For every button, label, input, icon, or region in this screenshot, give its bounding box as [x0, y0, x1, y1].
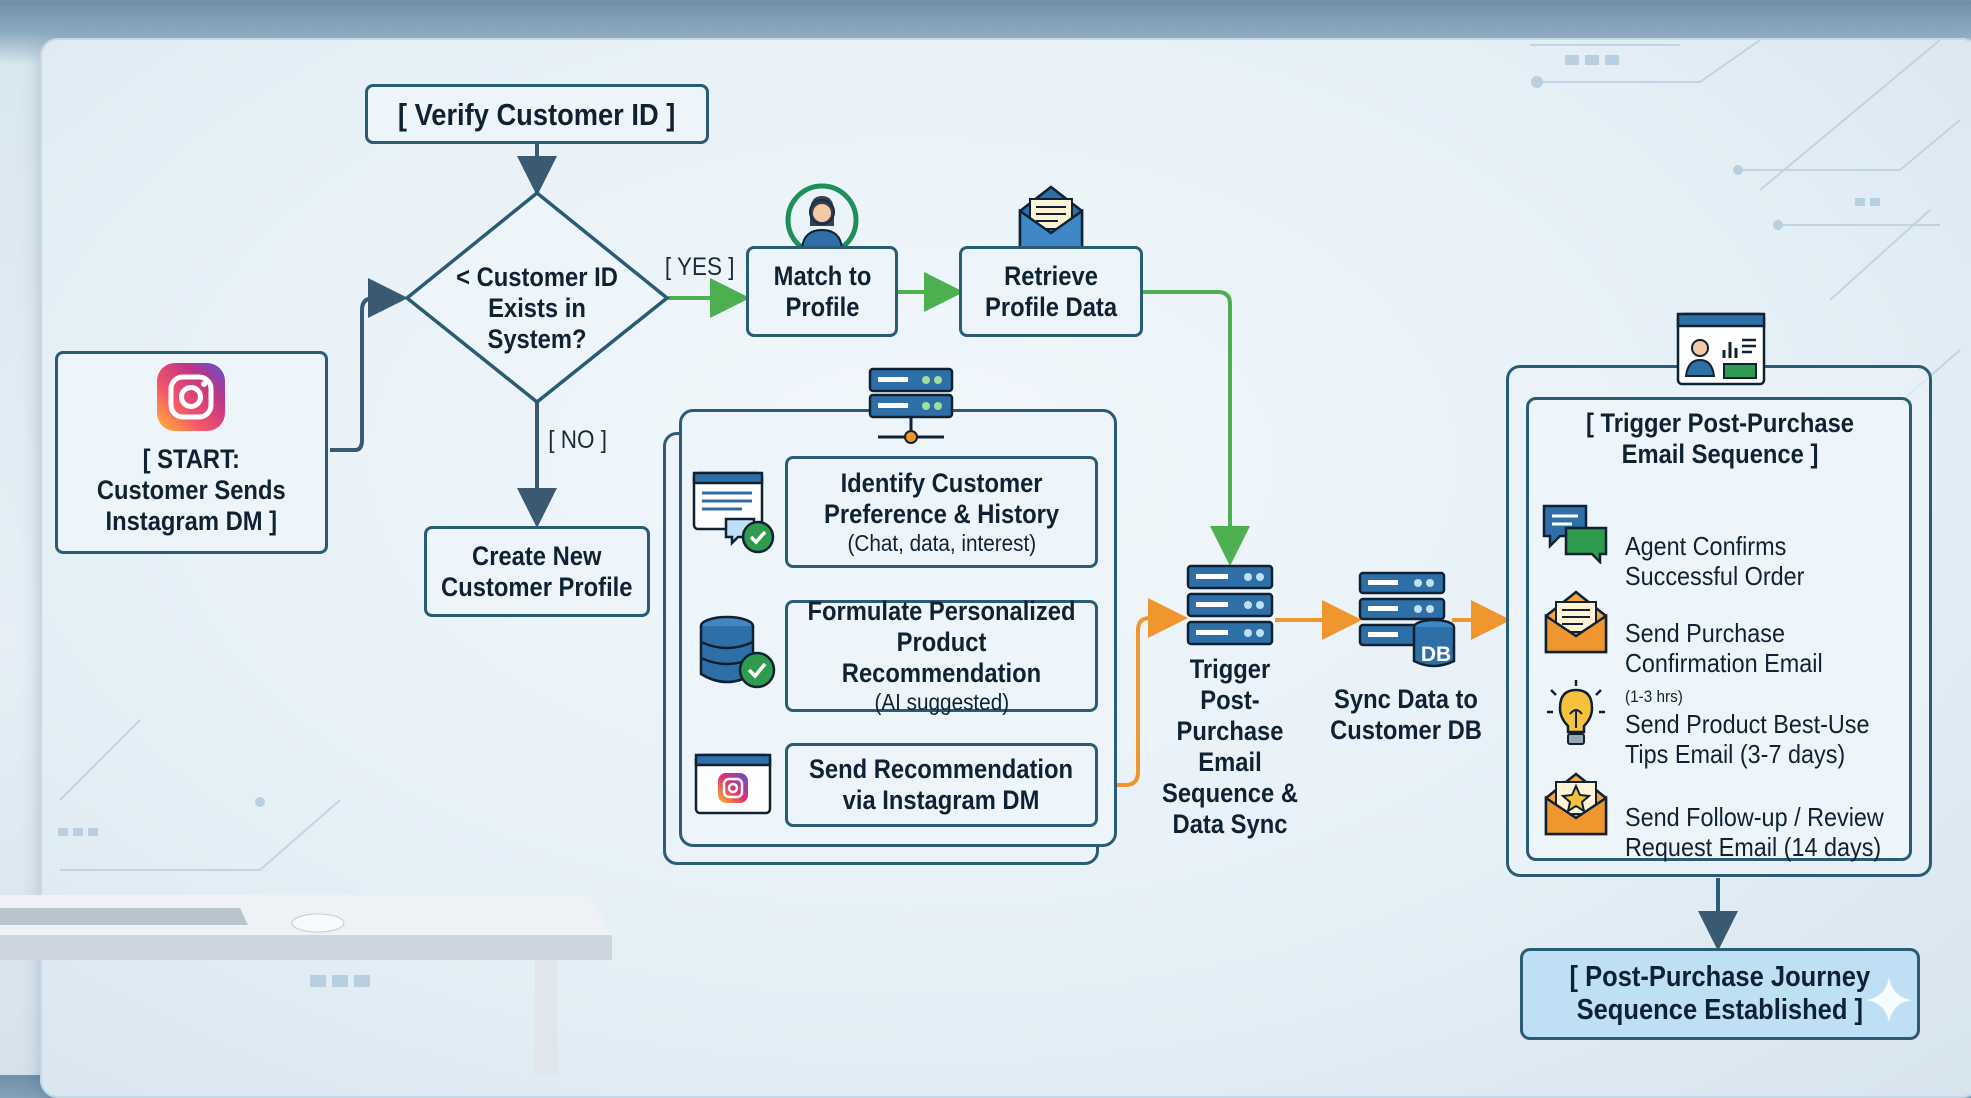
email-step-4-text: Send Follow-up / Review Request Email (1… — [1625, 802, 1884, 862]
formulate-sublabel: (AI suggested) — [874, 689, 1009, 715]
database-check-icon — [699, 615, 776, 689]
trigger-sync-label: Trigger Post-Purchase Email Sequence & D… — [1161, 654, 1299, 839]
send-recommendation-node: Send Recommendation via Instagram DM — [785, 743, 1098, 827]
journey-established-node: [ Post-Purchase Journey Sequence Establi… — [1520, 948, 1920, 1040]
retrieve-label: Retrieve Profile Data — [984, 260, 1118, 322]
email-step-2-note: (1-3 hrs) — [1625, 687, 1683, 706]
sparkle-icon — [1866, 977, 1912, 1023]
agent-avatar-icon — [785, 183, 859, 257]
server-icon — [868, 367, 954, 444]
create-profile-node: Create New Customer Profile — [424, 526, 650, 617]
send-dm-label: Send Recommendation via Instagram DM — [809, 754, 1074, 815]
db-badge: DB — [1420, 643, 1452, 666]
edge-retrieve-trigger — [1143, 290, 1250, 566]
email-step-4: Send Follow-up / Review Request Email (1… — [1625, 772, 1884, 862]
chat-bubbles-icon — [1542, 504, 1608, 564]
circuit-decoration — [0, 39, 1961, 1075]
email-step-2: Send Purchase Confirmation Email (1-3 hr… — [1625, 588, 1823, 712]
formulate-label: Formulate Personalized Product Recommend… — [807, 596, 1076, 688]
email-step-3: Send Product Best-Use Tips Email (3-7 da… — [1625, 679, 1870, 769]
server-stack-icon — [1186, 564, 1274, 646]
match-label: Match to Profile — [773, 260, 871, 322]
email-step-2-text: Send Purchase Confirmation Email — [1625, 618, 1823, 678]
lightbulb-icon — [1547, 680, 1605, 745]
open-envelope-icon — [1544, 590, 1608, 654]
no-label: [ NO ] — [548, 426, 608, 454]
verify-label: [ Verify Customer ID ] — [398, 96, 676, 132]
decision-diamond — [404, 190, 670, 405]
formulate-recommendation-node: Formulate Personalized Product Recommend… — [785, 596, 1098, 715]
identify-label: Identify Customer Preference & History — [823, 467, 1060, 529]
match-to-profile-node: Match to Profile — [746, 246, 898, 337]
email-step-1-text: Agent Confirms Successful Order — [1625, 531, 1805, 591]
edge-start-decision — [330, 278, 408, 452]
star-envelope-icon — [1544, 772, 1608, 836]
chat-document-icon — [692, 471, 775, 554]
instagram-window-icon — [694, 753, 772, 815]
create-label: Create New Customer Profile — [441, 540, 633, 602]
sync-db-label: Sync Data to Customer DB — [1330, 684, 1482, 745]
database-server-icon — [1358, 571, 1456, 668]
email-step-3-text: Send Product Best-Use Tips Email (3-7 da… — [1625, 709, 1870, 769]
email-sequence-title: [ Trigger Post-Purchase Email Sequence ] — [1585, 408, 1855, 469]
identify-preference-node: Identify Customer Preference & History (… — [785, 456, 1098, 568]
dashboard-profile-icon — [1676, 312, 1766, 386]
edge-send-trigger — [1100, 598, 1188, 787]
decision-label: < Customer ID Exists in System? — [456, 262, 618, 354]
verify-customer-id-node: [ Verify Customer ID ] — [365, 84, 709, 144]
instagram-icon — [157, 363, 225, 431]
start-label: [ START: Customer Sends Instagram DM ] — [97, 444, 286, 536]
retrieve-profile-data-node: Retrieve Profile Data — [959, 246, 1143, 337]
yes-label: [ YES ] — [664, 253, 735, 281]
email-step-1: Agent Confirms Successful Order — [1625, 501, 1804, 591]
connectors — [330, 143, 1738, 951]
journey-label: [ Post-Purchase Journey Sequence Establi… — [1569, 961, 1871, 1026]
identify-sublabel: (Chat, data, interest) — [847, 529, 1036, 556]
envelope-icon — [1018, 185, 1084, 251]
